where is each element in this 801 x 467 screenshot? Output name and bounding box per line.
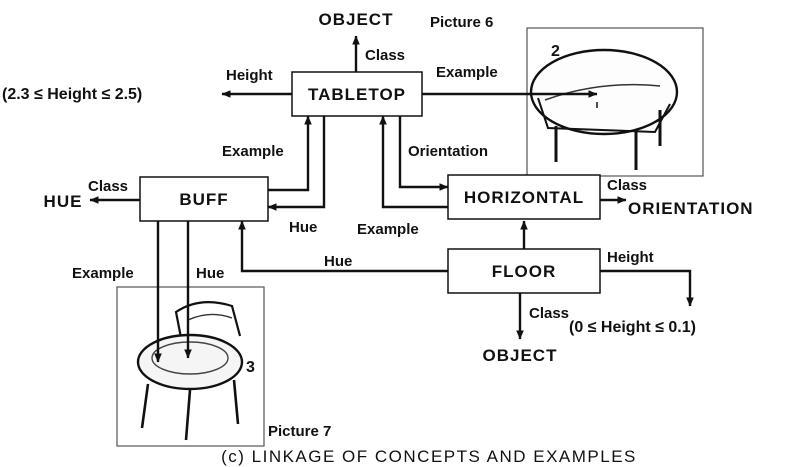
chair-leg-3 xyxy=(232,379,240,425)
edge-tabletop-class-label: Class xyxy=(365,47,405,64)
edge-tabletop-example-label: Example xyxy=(436,64,498,81)
horizontal-node-label: HORIZONTAL xyxy=(464,188,584,207)
table-apron xyxy=(537,97,671,134)
edge-floor-class-label: Class xyxy=(529,305,569,322)
picture-7-label: Picture 7 xyxy=(268,423,331,440)
table-top-illustration xyxy=(529,48,679,136)
picture-7-number: 3 xyxy=(246,359,255,376)
edge-horizontal-example-label: Example xyxy=(357,221,419,238)
edge-tabletop-height-label: Height xyxy=(226,67,273,84)
chair-seat-cushion xyxy=(151,341,229,375)
chair-seat xyxy=(136,333,244,391)
table-top-shading xyxy=(544,83,661,101)
edge-tabletop-orientation-label: Orientation xyxy=(408,143,488,160)
chair-back-detail xyxy=(187,313,233,321)
picture-6: 2 Picture 6 xyxy=(430,14,704,177)
object-top-label: OBJECT xyxy=(319,10,394,29)
edge-tabletop-hue xyxy=(267,116,326,211)
edge-buff-to-tabletop-example-label: Example xyxy=(222,143,284,160)
edge-floor-hue-label: Hue xyxy=(324,253,352,270)
edge-buff-class-label: Class xyxy=(88,178,128,195)
horizontal-box xyxy=(447,174,601,220)
edge-horizontal-example xyxy=(379,115,448,209)
edge-floor-height xyxy=(600,269,694,307)
object-bottom-label: OBJECT xyxy=(483,346,558,365)
tabletop-node-label: TABLETOP xyxy=(308,85,406,104)
picture-6-label: Picture 6 xyxy=(430,14,493,31)
figure-caption: (c) LINKAGE OF CONCEPTS AND EXAMPLES xyxy=(221,447,637,466)
picture-6-number: 2 xyxy=(551,43,560,60)
edge-buff-to-tabletop-example xyxy=(268,115,312,192)
edge-floor-height-label: Height xyxy=(607,249,654,266)
picture-7: 3 Picture 7 xyxy=(116,286,331,447)
chair-leg-1 xyxy=(140,383,150,429)
buff-node-label: BUFF xyxy=(179,190,228,209)
edge-buff-example-label: Example xyxy=(72,265,134,282)
height-range-floor: (0 ≤ Height ≤ 0.1) xyxy=(569,319,696,336)
hue-label: HUE xyxy=(44,192,83,211)
edge-buff-hue-label: Hue xyxy=(196,265,224,282)
edge-horizontal-class-label: Class xyxy=(607,177,647,194)
orientation-label: ORIENTATION xyxy=(628,199,754,218)
edge-tabletop-orientation xyxy=(398,116,449,191)
edge-floor-hue xyxy=(238,220,448,273)
chair-back xyxy=(174,301,242,349)
floor-node-label: FLOOR xyxy=(492,262,557,281)
edge-tabletop-hue-label: Hue xyxy=(289,219,317,236)
height-range-top: (2.3 ≤ Height ≤ 2.5) xyxy=(2,86,142,103)
chair-leg-2 xyxy=(184,389,192,441)
